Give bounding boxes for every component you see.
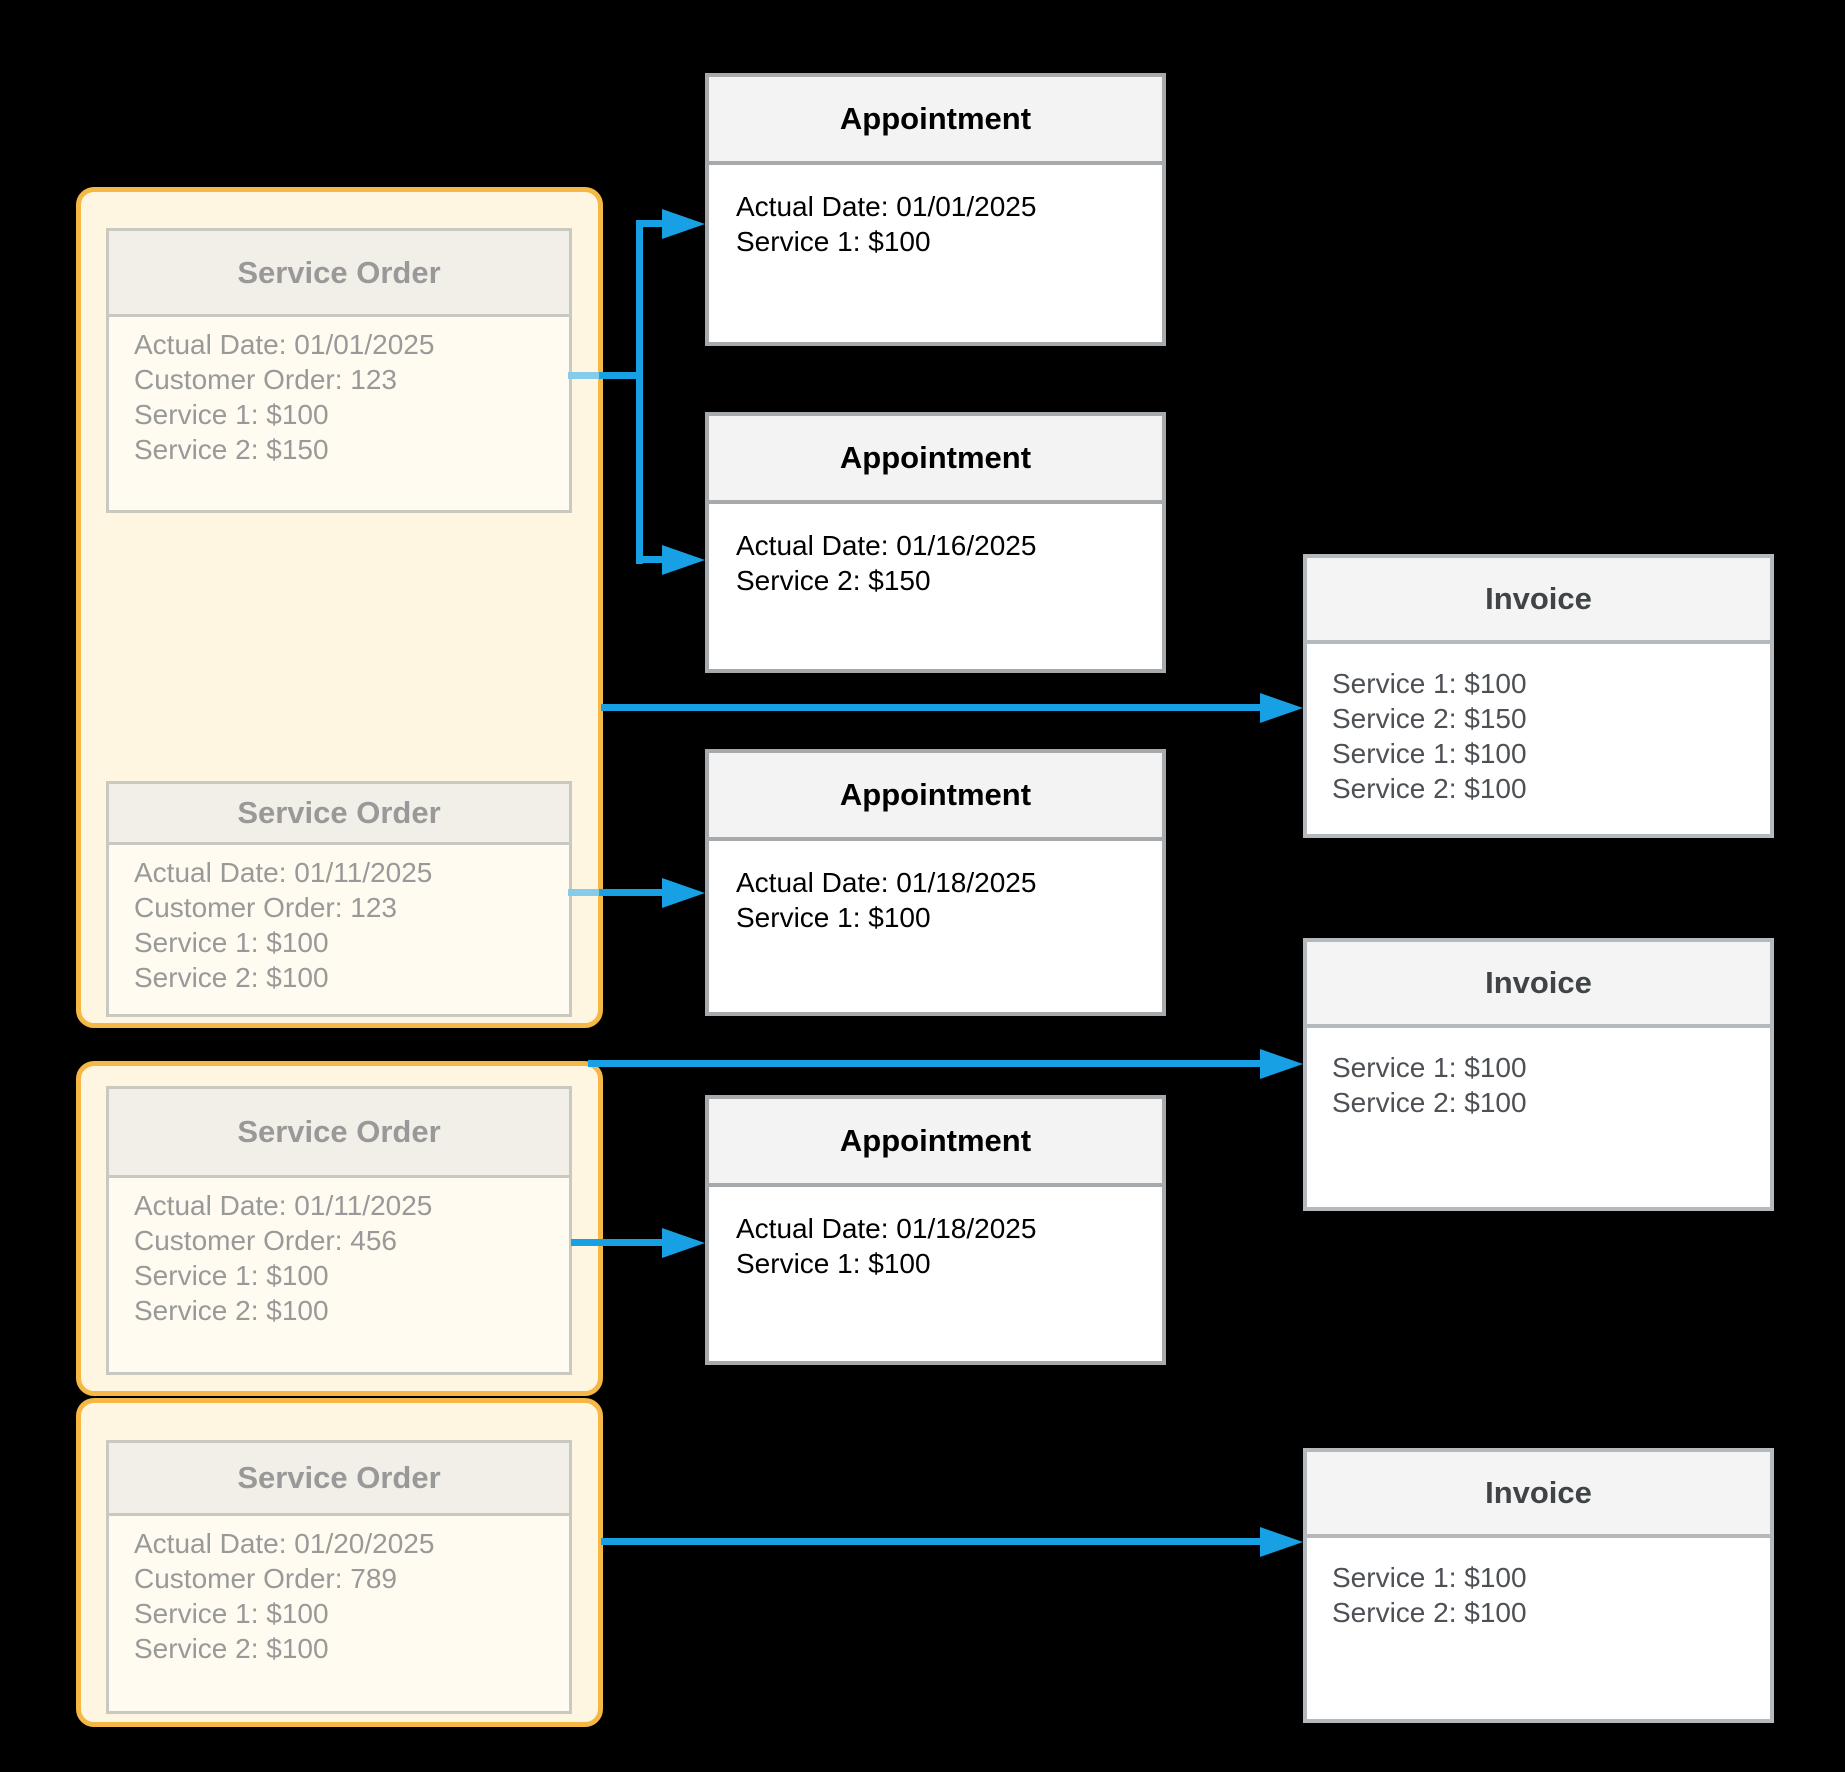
service-line: Service 2: $150	[736, 565, 931, 596]
service-order-group-3: Service Order Actual Date: 01/20/2025 Cu…	[76, 1398, 603, 1727]
invoice-details: Service 1: $100 Service 2: $100	[1307, 1538, 1770, 1630]
invoice-details: Service 1: $100 Service 2: $100	[1307, 1028, 1770, 1120]
arrowhead-invoice3	[1260, 1527, 1303, 1557]
invoice-line-1: Service 1: $100	[1332, 668, 1527, 699]
actual-date: Actual Date: 01/18/2025	[736, 867, 1037, 898]
customer-order: Customer Order: 456	[134, 1225, 397, 1256]
arrowhead-invoice1	[1260, 693, 1303, 723]
service-order-details: Actual Date: 01/20/2025 Customer Order: …	[109, 1516, 569, 1666]
connector-so2-to-appointment3	[599, 889, 662, 896]
actual-date: Actual Date: 01/16/2025	[736, 530, 1037, 561]
invoice-card-1: Invoice Service 1: $100 Service 2: $150 …	[1303, 554, 1774, 838]
service-order-group-1: Service Order Actual Date: 01/01/2025 Cu…	[76, 187, 603, 1028]
invoice-line-2: Service 2: $100	[1332, 1087, 1527, 1118]
service-line: Service 1: $100	[736, 1248, 931, 1279]
invoice-line-1: Service 1: $100	[1332, 1562, 1527, 1593]
service-order-card-1: Service Order Actual Date: 01/01/2025 Cu…	[106, 228, 572, 513]
invoice-title: Invoice	[1307, 1452, 1770, 1538]
connector-so1-to-appointment2	[636, 556, 662, 563]
invoice-card-3: Invoice Service 1: $100 Service 2: $100	[1303, 1448, 1774, 1723]
invoice-title: Invoice	[1307, 942, 1770, 1028]
appointment-details: Actual Date: 01/18/2025 Service 1: $100	[709, 841, 1162, 935]
service-order-title: Service Order	[109, 1443, 569, 1516]
service-line-2: Service 2: $150	[134, 434, 329, 465]
appointment-title: Appointment	[709, 1099, 1162, 1187]
appointment-card-2: Appointment Actual Date: 01/16/2025 Serv…	[705, 412, 1166, 673]
appointment-title: Appointment	[709, 753, 1162, 841]
appointment-card-1: Appointment Actual Date: 01/01/2025 Serv…	[705, 73, 1166, 346]
connector-so3-to-appointment4	[571, 1239, 662, 1246]
service-order-details: Actual Date: 01/01/2025 Customer Order: …	[109, 317, 569, 467]
service-line-1: Service 1: $100	[134, 399, 329, 430]
service-line-1: Service 1: $100	[134, 927, 329, 958]
actual-date: Actual Date: 01/11/2025	[134, 1190, 433, 1221]
service-line-1: Service 1: $100	[134, 1260, 329, 1291]
connector-group1-to-invoice1	[601, 704, 1260, 711]
service-order-title: Service Order	[109, 784, 569, 845]
actual-date: Actual Date: 01/20/2025	[134, 1528, 435, 1559]
service-order-group-2: Service Order Actual Date: 01/11/2025 Cu…	[76, 1061, 603, 1396]
arrowhead-appointment1	[662, 209, 705, 239]
service-line-2: Service 2: $100	[134, 1295, 329, 1326]
invoice-line-4: Service 2: $100	[1332, 773, 1527, 804]
service-order-card-2: Service Order Actual Date: 01/11/2025 Cu…	[106, 781, 572, 1017]
appointment-title: Appointment	[709, 416, 1162, 504]
customer-order: Customer Order: 123	[134, 892, 397, 923]
service-line-2: Service 2: $100	[134, 1633, 329, 1664]
invoice-card-2: Invoice Service 1: $100 Service 2: $100	[1303, 938, 1774, 1211]
appointment-details: Actual Date: 01/16/2025 Service 2: $150	[709, 504, 1162, 598]
appointment-details: Actual Date: 01/01/2025 Service 1: $100	[709, 165, 1162, 259]
invoice-line-3: Service 1: $100	[1332, 738, 1527, 769]
connector-group2-to-invoice2	[588, 1060, 1260, 1067]
appointment-card-3: Appointment Actual Date: 01/18/2025 Serv…	[705, 749, 1166, 1016]
service-line-2: Service 2: $100	[134, 962, 329, 993]
appointment-card-4: Appointment Actual Date: 01/18/2025 Serv…	[705, 1095, 1166, 1365]
connector-so1-out	[599, 372, 639, 379]
connector-so1-stub	[568, 372, 599, 379]
service-line: Service 1: $100	[736, 226, 931, 257]
connector-so2-stub	[568, 889, 599, 896]
arrowhead-appointment2	[662, 545, 705, 575]
service-order-details: Actual Date: 01/11/2025 Customer Order: …	[109, 845, 569, 995]
connector-group3-to-invoice3	[601, 1538, 1260, 1545]
actual-date: Actual Date: 01/11/2025	[134, 857, 433, 888]
connector-so1-to-appointment1	[636, 220, 662, 227]
invoice-details: Service 1: $100 Service 2: $150 Service …	[1307, 644, 1770, 806]
service-line: Service 1: $100	[736, 902, 931, 933]
service-order-details: Actual Date: 01/11/2025 Customer Order: …	[109, 1178, 569, 1328]
service-order-title: Service Order	[109, 1089, 569, 1178]
actual-date: Actual Date: 01/18/2025	[736, 1213, 1037, 1244]
service-order-card-4: Service Order Actual Date: 01/20/2025 Cu…	[106, 1440, 572, 1714]
customer-order: Customer Order: 789	[134, 1563, 397, 1594]
customer-order: Customer Order: 123	[134, 364, 397, 395]
arrowhead-invoice2	[1260, 1049, 1303, 1079]
invoice-line-1: Service 1: $100	[1332, 1052, 1527, 1083]
invoice-line-2: Service 2: $100	[1332, 1597, 1527, 1628]
arrowhead-appointment3	[662, 878, 705, 908]
invoice-title: Invoice	[1307, 558, 1770, 644]
actual-date: Actual Date: 01/01/2025	[736, 191, 1037, 222]
service-order-title: Service Order	[109, 231, 569, 317]
service-order-card-3: Service Order Actual Date: 01/11/2025 Cu…	[106, 1086, 572, 1375]
arrowhead-appointment4	[662, 1228, 705, 1258]
connector-so1-branch-vertical	[636, 220, 643, 564]
appointment-details: Actual Date: 01/18/2025 Service 1: $100	[709, 1187, 1162, 1281]
actual-date: Actual Date: 01/01/2025	[134, 329, 435, 360]
appointment-title: Appointment	[709, 77, 1162, 165]
invoice-line-2: Service 2: $150	[1332, 703, 1527, 734]
service-line-1: Service 1: $100	[134, 1598, 329, 1629]
